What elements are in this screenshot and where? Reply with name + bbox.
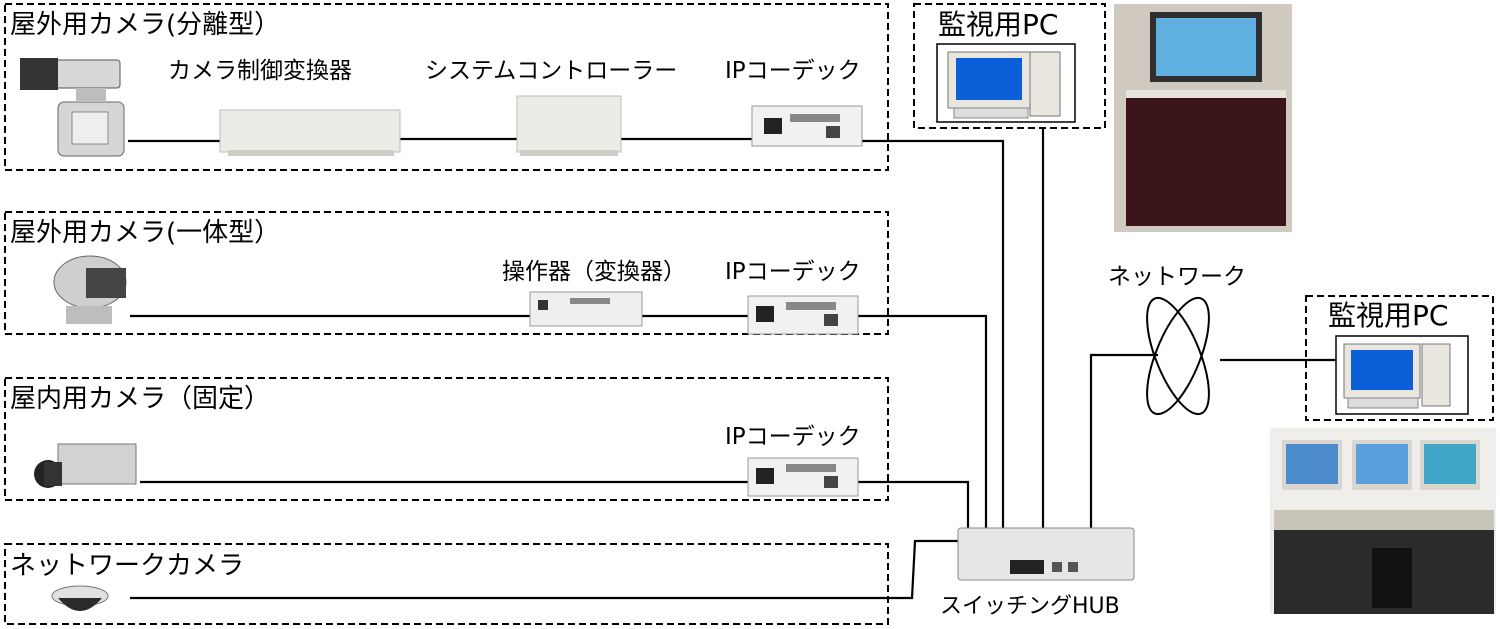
indoor-camera-fixed-icon bbox=[34, 443, 137, 488]
group-box-separate bbox=[4, 3, 889, 171]
switching-hub-device bbox=[957, 527, 1135, 581]
network-cloud-icon bbox=[1146, 296, 1210, 416]
group-title-network: ネットワークカメラ bbox=[10, 551, 245, 581]
group-title-indoor: 屋内用カメラ（固定） bbox=[10, 384, 271, 414]
label-switching-hub: スイッチングHUB bbox=[940, 594, 1120, 619]
label-camera-control-converter: カメラ制御変換器 bbox=[168, 58, 352, 84]
group-box-network bbox=[4, 543, 889, 625]
ip-codec-device-3 bbox=[747, 457, 859, 497]
label-monitor-pc-right: 監視用PC bbox=[1328, 299, 1449, 332]
cables bbox=[128, 128, 1336, 600]
ip-codec-device-2 bbox=[747, 295, 859, 335]
label-ip-codec-1: IPコーデック bbox=[725, 58, 861, 84]
monitoring-station-photo bbox=[1114, 4, 1292, 232]
group-title-separate: 屋外用カメラ(分離型） bbox=[10, 10, 281, 40]
monitor-pc-box-top bbox=[913, 3, 1106, 129]
monitor-pc-box-right bbox=[1305, 295, 1494, 421]
label-ip-codec-3: IPコーデック bbox=[725, 424, 861, 450]
monitor-pc-icon-top bbox=[947, 51, 1061, 119]
monitor-pc-icon-right bbox=[1343, 343, 1451, 409]
label-network: ネットワーク bbox=[1108, 264, 1246, 290]
system-controller-device bbox=[516, 95, 622, 156]
monitoring-room-photo bbox=[1270, 428, 1496, 614]
pc-frame-right bbox=[1335, 335, 1469, 415]
group-box-indoor bbox=[4, 377, 889, 501]
label-ip-codec-2: IPコーデック bbox=[725, 259, 861, 285]
network-dome-camera-icon bbox=[51, 585, 109, 611]
operator-converter-device bbox=[529, 291, 643, 327]
group-box-integrated bbox=[4, 211, 889, 335]
outdoor-camera-separate-icon bbox=[20, 58, 125, 157]
label-system-controller: システムコントローラー bbox=[425, 58, 678, 84]
camera-control-converter-device bbox=[219, 109, 401, 156]
group-title-integrated: 屋外用カメラ(一体型） bbox=[10, 218, 281, 248]
label-operator-converter: 操作器（変換器） bbox=[502, 259, 686, 285]
pc-frame-top bbox=[936, 43, 1076, 123]
ip-codec-device-1 bbox=[751, 105, 863, 147]
outdoor-camera-integrated-icon bbox=[53, 255, 127, 324]
label-monitor-pc-top: 監視用PC bbox=[938, 8, 1059, 41]
